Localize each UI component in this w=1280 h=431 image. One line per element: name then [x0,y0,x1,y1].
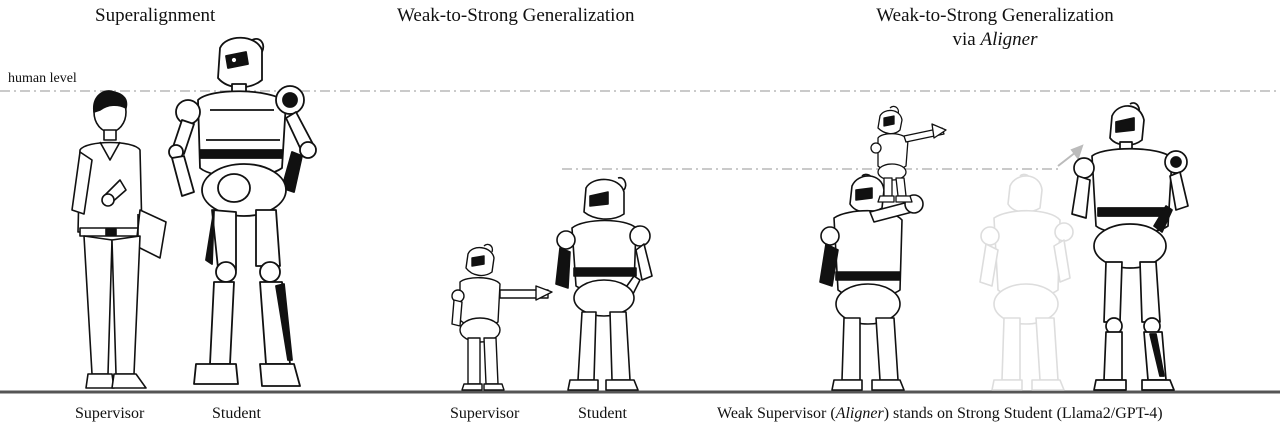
robot-student-medium [555,176,653,391]
robot-supervisor-small [451,243,553,391]
robot-ghost-transition [979,173,1074,391]
title-aligner-emphasis: Aligner [980,29,1038,50]
title-superalignment: Superalignment [95,5,216,26]
robot-strong-base [819,173,924,391]
title-via-prefix: via [952,29,981,50]
caption-supervisor-1: Supervisor [75,405,145,422]
caption-aligner-suffix: ) stands on Strong Student (Llama2/GPT-4… [883,405,1163,422]
caption-aligner-prefix: Weak Supervisor ( [717,405,836,422]
title-via-aligner: Weak-to-Strong Generalization via Aligne… [850,4,1140,52]
title-via-aligner-line2: via Aligner [850,28,1140,52]
caption-aligner-stack: Weak Supervisor (Aligner) stands on Stro… [717,405,1163,423]
caption-student-1: Student [212,405,261,422]
title-weak-to-strong: Weak-to-Strong Generalization [397,5,635,26]
caption-aligner-emphasis: Aligner [835,405,884,422]
title-via-aligner-line1: Weak-to-Strong Generalization [876,5,1114,26]
caption-supervisor-2: Supervisor [450,405,520,422]
human-level-label: human level [8,71,77,86]
robot-aligner-on-top [870,105,947,203]
human-supervisor-figure [71,90,167,389]
robot-student-large [168,36,317,387]
robot-strong-result [1071,102,1189,391]
caption-student-2: Student [578,405,627,422]
upgrade-arrow-icon [1057,144,1084,167]
